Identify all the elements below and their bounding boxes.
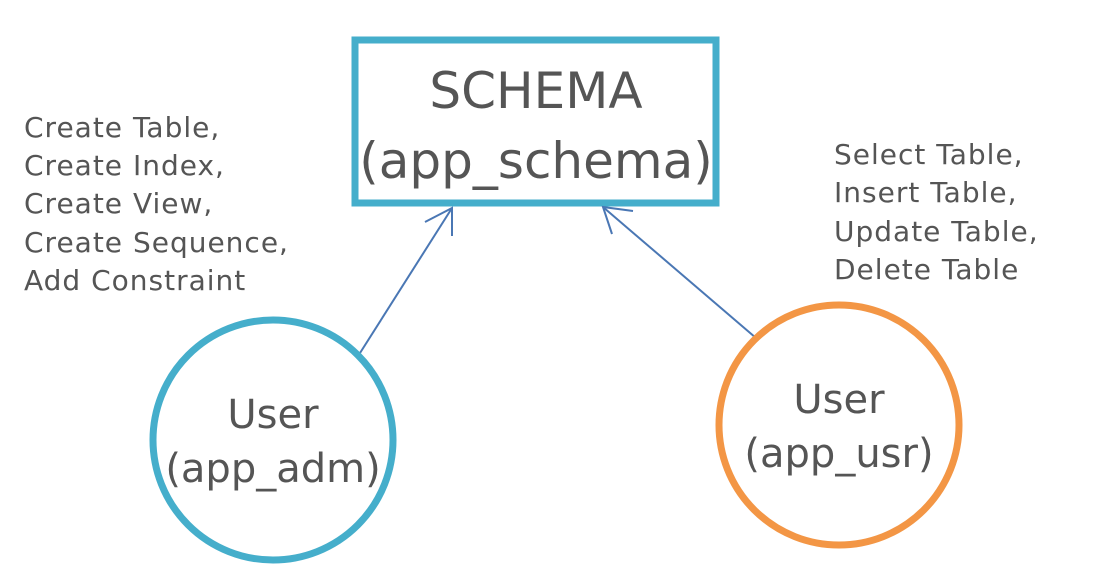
admin-arrow-shaft xyxy=(359,207,453,354)
admin-user-title: User xyxy=(227,392,319,438)
schema-title: SCHEMA xyxy=(429,62,642,120)
app-user-permission-item: Select Table, xyxy=(834,138,1024,171)
admin-arrow xyxy=(359,206,453,354)
app-user-permissions-list: Select Table, Insert Table, Update Table… xyxy=(834,138,1039,286)
app-user-name: (app_usr) xyxy=(744,431,933,477)
schema-node: SCHEMA (app_schema) xyxy=(351,36,720,207)
admin-permission-item: Create View, xyxy=(24,187,213,220)
app-user-circle xyxy=(715,301,963,549)
admin-permission-item: Add Constraint xyxy=(24,264,246,297)
admin-permission-item: Create Table, xyxy=(24,111,220,144)
admin-user-node: User (app_adm) xyxy=(149,316,397,564)
app-user-permission-item: Delete Table xyxy=(834,253,1019,286)
app-user-node: User (app_usr) xyxy=(715,301,963,549)
schema-box xyxy=(351,36,720,207)
admin-permission-item: Create Sequence, xyxy=(24,226,289,259)
admin-user-circle xyxy=(149,316,397,564)
app-user-permission-item: Insert Table, xyxy=(834,176,1018,209)
admin-permission-item: Create Index, xyxy=(24,149,225,182)
admin-arrow-head xyxy=(424,206,453,236)
user-arrow xyxy=(601,205,757,339)
admin-permissions-list: Create Table, Create Index, Create View,… xyxy=(24,111,289,297)
app-user-title: User xyxy=(793,377,885,423)
admin-user-name: (app_adm) xyxy=(165,446,380,492)
app-user-permission-item: Update Table, xyxy=(834,215,1039,248)
schema-name: (app_schema) xyxy=(359,132,712,190)
user-arrow-head xyxy=(601,205,634,235)
user-arrow-shaft xyxy=(602,206,757,339)
